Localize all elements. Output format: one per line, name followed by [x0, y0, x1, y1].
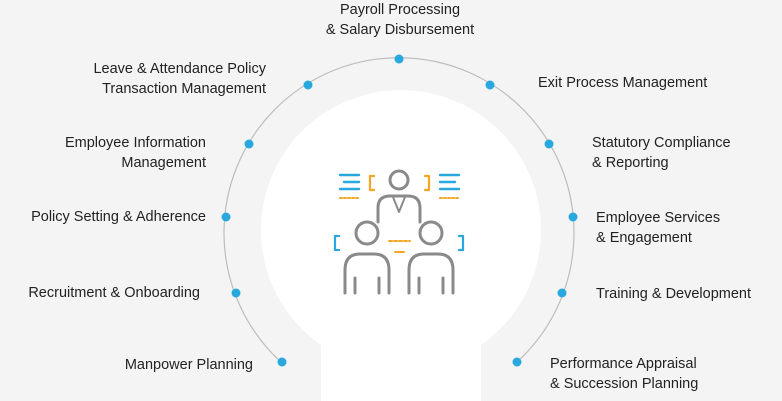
- member-person-left-icon: [343, 220, 391, 295]
- label-services-line-2: & Engagement: [596, 230, 692, 246]
- dot-policy: [221, 212, 231, 222]
- label-training: Training & Development: [596, 284, 780, 304]
- dot-leave: [303, 80, 313, 90]
- label-payroll-line-1: Payroll Processing: [339, 2, 461, 18]
- dot-statutory: [544, 139, 554, 149]
- label-payroll: Payroll Processing & Salary Disbursement: [305, 0, 495, 40]
- label-policy-line-1: Policy Setting & Adherence: [31, 209, 206, 225]
- member-person-right-icon: [407, 220, 455, 295]
- label-statutory-line-1: Statutory Compliance: [592, 135, 731, 151]
- label-services-line-1: Employee Services: [596, 210, 721, 226]
- dot-payroll: [394, 54, 404, 64]
- label-employee-info-line-1: Employee Information: [64, 135, 206, 151]
- label-appraisal-line-2: & Succession Planning: [550, 376, 699, 392]
- label-leave-line-2: Transaction Management: [102, 81, 266, 97]
- dot-recruitment: [231, 288, 241, 298]
- label-appraisal: Performance Appraisal & Succession Plann…: [550, 354, 750, 394]
- label-payroll-line-2: & Salary Disbursement: [325, 22, 475, 38]
- label-exit: Exit Process Management: [538, 73, 748, 93]
- label-policy: Policy Setting & Adherence: [2, 207, 206, 227]
- label-employee-info-line-2: Management: [121, 155, 206, 171]
- label-recruitment: Recruitment & Onboarding: [0, 283, 200, 303]
- team-hierarchy-icon: [333, 169, 465, 295]
- label-training-line-1: Training & Development: [596, 286, 752, 302]
- label-manpower: Manpower Planning: [70, 355, 253, 375]
- dot-training: [557, 288, 567, 298]
- label-appraisal-line-1: Performance Appraisal: [550, 356, 697, 372]
- dot-manpower: [277, 357, 287, 367]
- label-recruitment-line-1: Recruitment & Onboarding: [28, 285, 200, 301]
- left-lines-icon: [338, 173, 361, 191]
- dot-exit: [485, 80, 495, 90]
- center-keyhole-shape: [261, 90, 541, 401]
- label-exit-line-1: Exit Process Management: [538, 75, 708, 91]
- right-lines-icon: [438, 173, 461, 191]
- dot-appraisal: [512, 357, 522, 367]
- label-services: Employee Services & Engagement: [596, 208, 772, 248]
- label-manpower-line-1: Manpower Planning: [124, 357, 253, 373]
- label-leave: Leave & Attendance Policy Transaction Ma…: [60, 59, 266, 99]
- leader-person-icon: [376, 169, 422, 224]
- label-leave-line-1: Leave & Attendance Policy: [93, 61, 266, 77]
- dot-services: [568, 212, 578, 222]
- label-employee-info: Employee Information Management: [20, 133, 206, 173]
- label-statutory: Statutory Compliance & Reporting: [592, 133, 772, 173]
- dot-employee-info: [244, 139, 254, 149]
- label-statutory-line-2: & Reporting: [592, 155, 669, 171]
- connector-dots: [221, 54, 578, 367]
